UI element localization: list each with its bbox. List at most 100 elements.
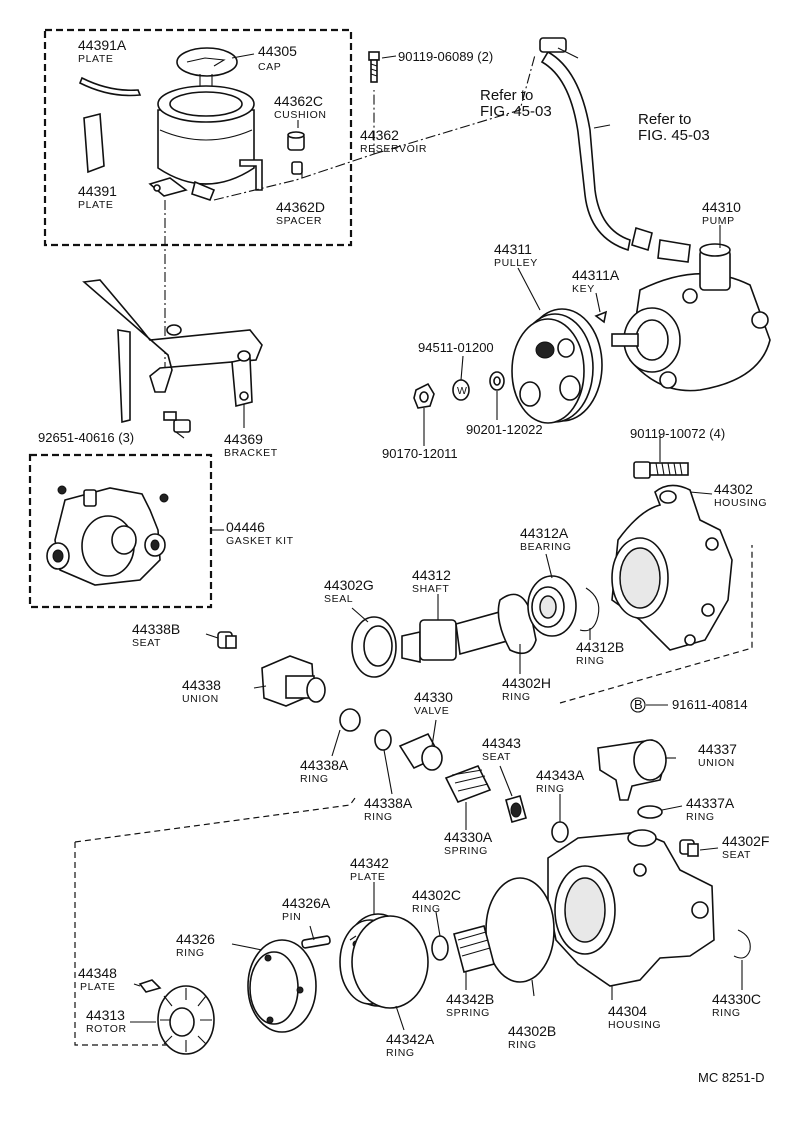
refer-to-fig-label-1: Refer to FIG. 45-03 bbox=[480, 87, 552, 120]
svg-text:RING: RING bbox=[712, 1007, 741, 1019]
part-label-44362c: 44362C CUSHION bbox=[274, 93, 327, 121]
part-label-44311a: 44311A KEY bbox=[572, 267, 620, 295]
svg-text:KEY: KEY bbox=[572, 283, 595, 295]
gasket-kit-04446 bbox=[46, 485, 169, 586]
bolt-marker: B bbox=[634, 697, 643, 712]
washer-90201-12022 bbox=[489, 371, 505, 391]
part-label-44338a-1: 44338A RING bbox=[300, 757, 349, 785]
svg-text:44337A: 44337A bbox=[686, 795, 735, 811]
part-label-44313: 44313 ROTOR bbox=[86, 1007, 126, 1035]
part-label-44302c: 44302C RING bbox=[412, 887, 461, 915]
svg-text:RESERVOIR: RESERVOIR bbox=[360, 143, 427, 155]
ring-44343a bbox=[551, 821, 569, 843]
svg-text:UNION: UNION bbox=[698, 757, 735, 769]
part-label-44337a: 44337A RING bbox=[686, 795, 735, 823]
svg-text:RING: RING bbox=[412, 903, 441, 915]
svg-text:44310: 44310 bbox=[702, 199, 741, 215]
svg-text:SPRING: SPRING bbox=[444, 845, 488, 857]
svg-text:Refer to: Refer to bbox=[638, 111, 691, 128]
svg-text:44302F: 44302F bbox=[722, 833, 769, 849]
part-label-90170-12011: 90170-12011 bbox=[382, 446, 458, 461]
svg-text:44312: 44312 bbox=[412, 567, 451, 583]
pulley-44311 bbox=[511, 308, 603, 424]
housing-44302 bbox=[611, 484, 733, 651]
part-label-90119-10072: 90119-10072 (4) bbox=[630, 426, 725, 441]
svg-text:SEAT: SEAT bbox=[482, 751, 511, 763]
part-label-44342b: 44342B SPRING bbox=[446, 991, 494, 1019]
svg-text:CAP: CAP bbox=[258, 61, 281, 73]
svg-text:44391A: 44391A bbox=[78, 37, 127, 53]
part-label-44312b: 44312B RING bbox=[576, 639, 624, 667]
part-label-44337: 44337 UNION bbox=[698, 741, 737, 769]
svg-text:90201-12022: 90201-12022 bbox=[466, 422, 543, 437]
svg-text:44302: 44302 bbox=[714, 481, 753, 497]
part-label-44391a: 44391A PLATE bbox=[78, 37, 127, 65]
union-44337 bbox=[597, 739, 667, 801]
part-label-44369: 44369 BRACKET bbox=[224, 431, 277, 459]
svg-text:PULLEY: PULLEY bbox=[494, 257, 538, 269]
svg-text:44362: 44362 bbox=[360, 127, 399, 143]
svg-text:RING: RING bbox=[300, 773, 329, 785]
rotor-44313 bbox=[157, 985, 215, 1055]
nut-90170-12011 bbox=[413, 382, 435, 409]
svg-text:44342: 44342 bbox=[350, 855, 389, 871]
part-label-04446: 04446 GASKET KIT bbox=[226, 519, 294, 547]
svg-text:PLATE: PLATE bbox=[78, 53, 113, 65]
svg-text:W: W bbox=[457, 385, 468, 397]
svg-text:44330: 44330 bbox=[414, 689, 453, 705]
svg-text:44369: 44369 bbox=[224, 431, 263, 447]
pin-44326a bbox=[301, 935, 331, 949]
svg-text:FIG. 45-03: FIG. 45-03 bbox=[638, 127, 710, 144]
part-label-44338b: 44338B SEAT bbox=[132, 621, 180, 649]
svg-text:44311A: 44311A bbox=[572, 267, 620, 283]
svg-text:44326A: 44326A bbox=[282, 895, 331, 911]
ring-44312b bbox=[579, 587, 600, 632]
key-44311a bbox=[594, 310, 608, 324]
svg-text:44330C: 44330C bbox=[712, 991, 761, 1007]
plate-44391a bbox=[78, 76, 142, 97]
part-label-91611-40814: 91611-40814 bbox=[672, 697, 748, 712]
svg-text:RING: RING bbox=[502, 691, 531, 703]
bracket-44369 bbox=[82, 279, 263, 424]
svg-text:44326: 44326 bbox=[176, 931, 215, 947]
part-label-44330a: 44330A SPRING bbox=[444, 829, 493, 857]
spring-44342b bbox=[453, 925, 495, 973]
svg-text:44312A: 44312A bbox=[520, 525, 569, 541]
plate-44391 bbox=[83, 112, 105, 174]
svg-text:94511-01200: 94511-01200 bbox=[418, 340, 494, 355]
part-label-44310: 44310 PUMP bbox=[702, 199, 741, 227]
part-label-44342: 44342 PLATE bbox=[350, 855, 389, 883]
part-label-44302g: 44302G SEAL bbox=[324, 577, 374, 605]
svg-text:44302B: 44302B bbox=[508, 1023, 556, 1039]
svg-text:44362D: 44362D bbox=[276, 199, 325, 215]
svg-text:44343A: 44343A bbox=[536, 767, 585, 783]
valve-44330 bbox=[398, 732, 443, 771]
svg-text:RING: RING bbox=[536, 783, 565, 795]
svg-text:HOUSING: HOUSING bbox=[608, 1019, 661, 1031]
svg-text:HOUSING: HOUSING bbox=[714, 497, 767, 509]
svg-text:44304: 44304 bbox=[608, 1003, 647, 1019]
svg-text:90170-12011: 90170-12011 bbox=[382, 446, 458, 461]
part-label-44362d: 44362D SPACER bbox=[276, 199, 325, 227]
part-label-44343a: 44343A RING bbox=[536, 767, 585, 795]
refer-to-fig-label-2: Refer to FIG. 45-03 bbox=[638, 111, 710, 144]
svg-text:44391: 44391 bbox=[78, 183, 117, 199]
svg-text:GASKET KIT: GASKET KIT bbox=[226, 535, 294, 547]
svg-text:44342B: 44342B bbox=[446, 991, 494, 1007]
gasket-kit-group-box bbox=[28, 453, 213, 609]
part-label-44312: 44312 SHAFT bbox=[412, 567, 451, 595]
drawing-code: MC 8251-D bbox=[698, 1070, 764, 1085]
ring-44302h bbox=[497, 593, 537, 655]
svg-text:PLATE: PLATE bbox=[78, 199, 113, 211]
svg-text:44338A: 44338A bbox=[364, 795, 413, 811]
part-label-44362: 44362 RESERVOIR bbox=[360, 127, 427, 155]
part-label-44302b: 44302B RING bbox=[508, 1023, 556, 1051]
pump-assembly-44310 bbox=[611, 243, 771, 392]
rotor-group-outline bbox=[74, 797, 356, 1046]
reservoir-44362 bbox=[148, 85, 263, 201]
svg-text:90119-10072 (4): 90119-10072 (4) bbox=[630, 426, 725, 441]
svg-text:04446: 04446 bbox=[226, 519, 265, 535]
spring-44330a bbox=[444, 764, 492, 804]
svg-text:CUSHION: CUSHION bbox=[274, 109, 327, 121]
part-label-44305: 44305 CAP bbox=[258, 43, 297, 73]
